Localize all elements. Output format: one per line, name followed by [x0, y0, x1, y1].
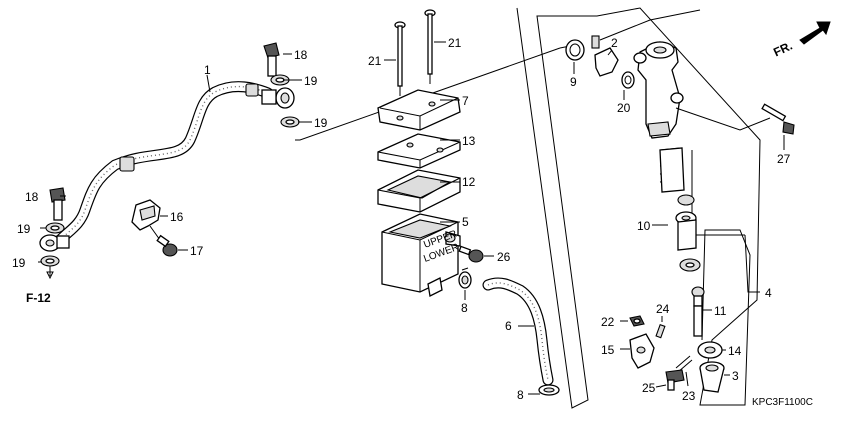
callout-13: 13 — [462, 134, 476, 148]
reference-label: F-12 — [26, 291, 51, 305]
callout-19-a: 19 — [304, 74, 318, 88]
callout-2: 2 — [611, 36, 618, 50]
callout-14: 14 — [728, 344, 742, 358]
diaphragm-12 — [377, 169, 461, 213]
callout-12: 12 — [462, 175, 476, 189]
callout-17: 17 — [190, 244, 204, 258]
callout-18-upper: 18 — [294, 48, 308, 62]
bolt-27 — [761, 103, 795, 135]
callout-6: 6 — [505, 319, 512, 333]
callout-27: 27 — [777, 152, 791, 166]
reservoir-body-5 — [381, 213, 461, 297]
callout-19-c: 19 — [17, 222, 31, 236]
callout-15: 15 — [601, 343, 615, 357]
front-arrow-icon — [799, 21, 831, 45]
callout-1: 1 — [204, 63, 211, 77]
master-cylinder-body — [633, 41, 684, 139]
reservoir-cap-7 — [377, 89, 461, 131]
clamp-16 — [131, 199, 161, 241]
callout-8-upper: 8 — [461, 301, 468, 315]
cotter-pin-23 — [675, 355, 693, 373]
reservoir-hose-6 — [482, 277, 554, 386]
pushrod-11 — [691, 286, 705, 337]
callout-7: 7 — [462, 94, 469, 108]
callout-9: 9 — [570, 75, 577, 89]
o-ring-20 — [621, 71, 635, 89]
bolt-26 — [458, 245, 484, 263]
callout-10: 10 — [637, 219, 651, 233]
callout-8-lower: 8 — [517, 388, 524, 402]
pin-24 — [655, 323, 666, 339]
callout-5: 5 — [462, 215, 469, 229]
callout-25: 25 — [642, 381, 656, 395]
callout-18-lower: 18 — [25, 190, 39, 204]
callout-20: 20 — [617, 101, 631, 115]
callout-21-left: 21 — [368, 54, 382, 68]
plate-13 — [377, 133, 461, 169]
front-label: FR. — [771, 39, 794, 60]
brake-hose-1 — [39, 81, 295, 252]
screw-21-right — [424, 9, 436, 84]
clip-8-upper — [458, 267, 472, 289]
callout-19-d: 19 — [12, 256, 26, 270]
spring-10-assembly — [659, 147, 701, 272]
callout-24: 24 — [656, 302, 670, 316]
callout-16: 16 — [170, 210, 184, 224]
callout-leaders — [38, 41, 785, 395]
bolt-17 — [156, 234, 178, 257]
front-direction-indicator: FR. — [771, 21, 831, 60]
screw-21-left — [394, 21, 406, 96]
callout-numbers: 1 2 3 4 5 6 7 8 8 9 10 11 12 13 14 15 16… — [12, 36, 791, 403]
callout-23: 23 — [682, 389, 696, 403]
boot-3 — [699, 361, 725, 393]
nut-14 — [697, 341, 723, 359]
boundary-lines — [295, 7, 761, 409]
diagram-code: KPC3F1100C — [752, 397, 813, 408]
callout-22: 22 — [601, 315, 615, 329]
pin-25 — [665, 369, 685, 391]
callout-21-right: 21 — [448, 36, 462, 50]
circlip-9 — [565, 39, 585, 61]
callout-19-b: 19 — [314, 116, 328, 130]
joint-15 — [629, 333, 655, 369]
clip-8-lower — [538, 384, 560, 396]
callout-3: 3 — [732, 369, 739, 383]
callout-11: 11 — [714, 304, 727, 318]
nut-22 — [629, 315, 645, 327]
callout-4: 4 — [765, 286, 772, 300]
joint-2 — [591, 35, 619, 77]
callout-26: 26 — [497, 250, 511, 264]
bolt-18-lower — [40, 187, 66, 280]
